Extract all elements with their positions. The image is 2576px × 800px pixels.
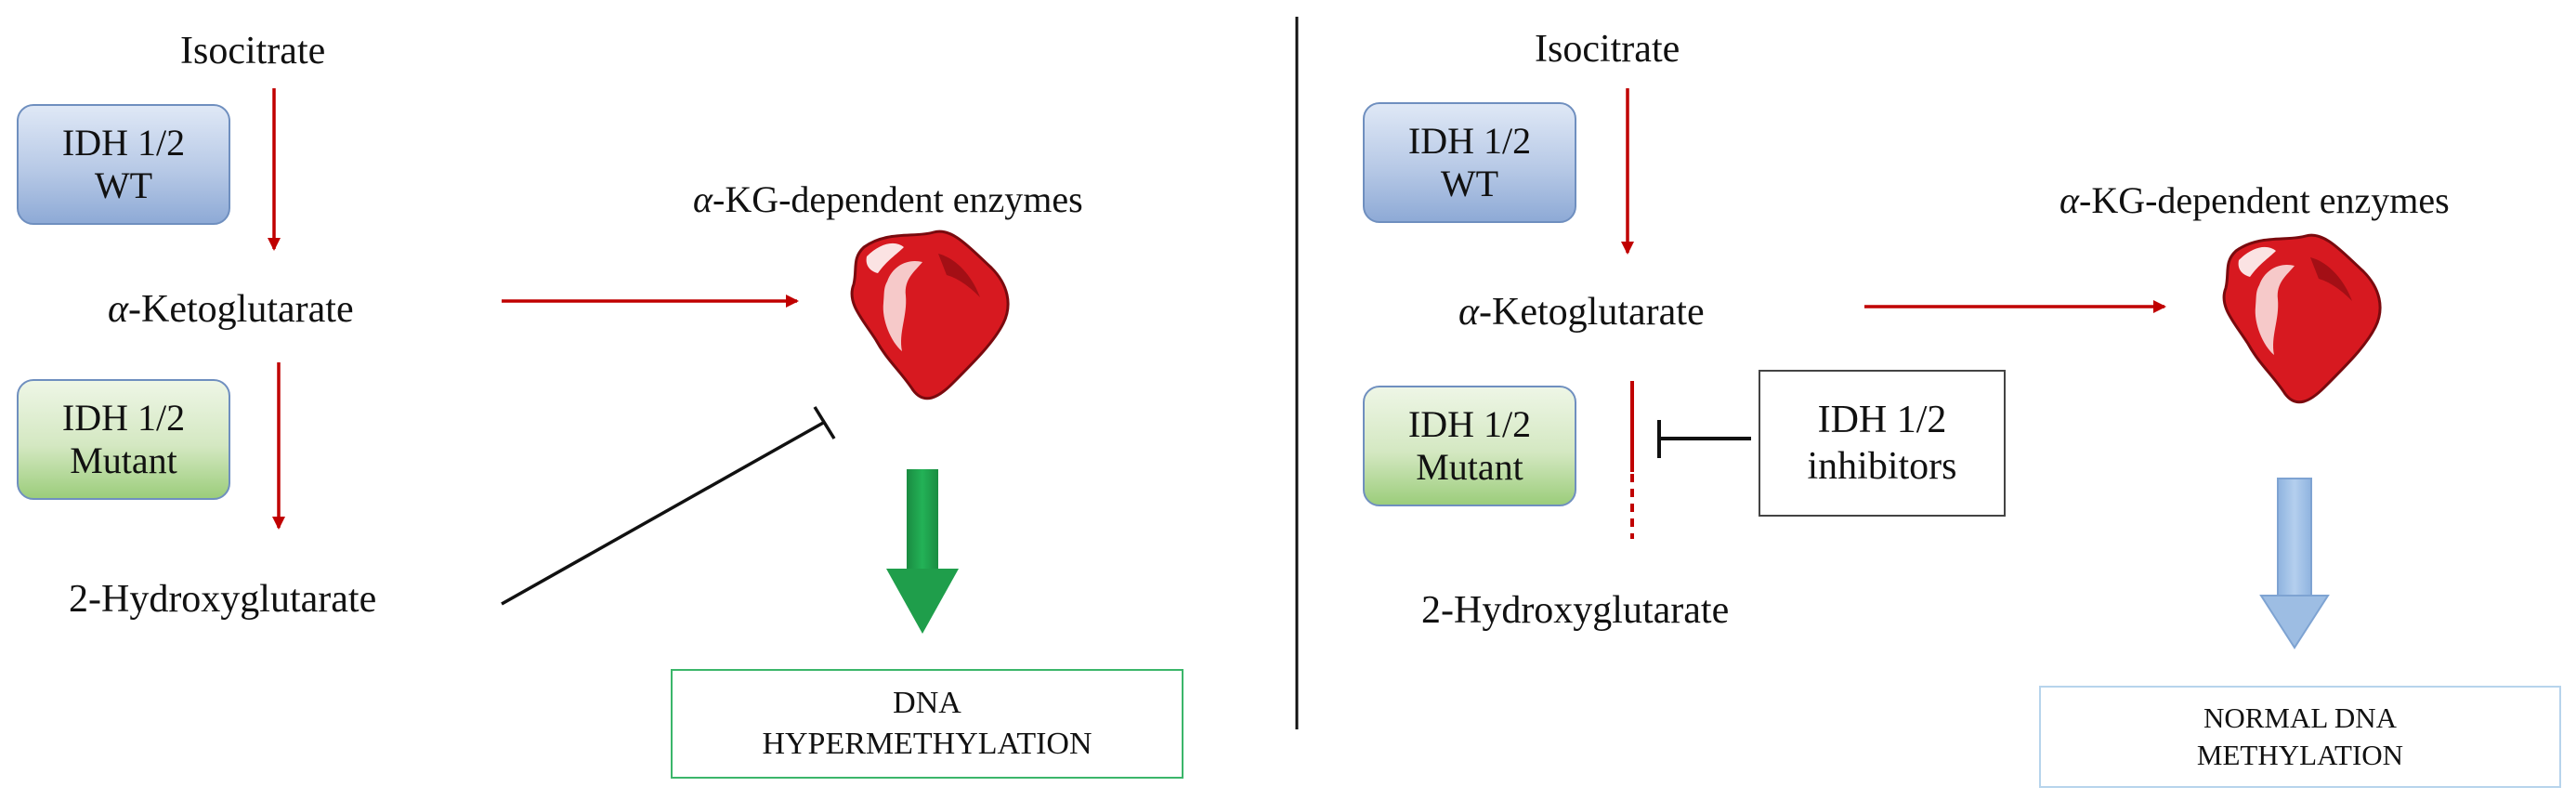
left-idh-wt-line2: WT <box>94 164 153 206</box>
right-akg-label: α-Ketoglutarate <box>1458 293 1705 332</box>
right-idh-mutant-box: IDH 1/2 Mutant <box>1363 386 1576 506</box>
right-outcome-line2: METHYLATION <box>2196 739 2404 771</box>
left-akg-text: -Ketoglutarate <box>128 288 354 331</box>
right-idh-mut-line2: Mutant <box>1416 446 1523 488</box>
right-inhibitors-box: IDH 1/2 inhibitors <box>1759 370 2006 517</box>
right-enzymes-text: -KG-dependent enzymes <box>2079 179 2450 221</box>
left-enzyme-icon <box>850 230 1010 400</box>
left-isocitrate-label: Isocitrate <box>180 30 326 72</box>
left-2hg-label: 2-Hydroxyglutarate <box>69 578 377 621</box>
right-enzymes-label: α-KG-dependent enzymes <box>2059 182 2450 219</box>
right-idh-mut-line1: IDH 1/2 <box>1407 403 1532 445</box>
left-enzymes-label: α-KG-dependent enzymes <box>693 181 1083 218</box>
left-enzymes-alpha: α <box>693 178 713 220</box>
left-inhibition-line <box>501 420 826 606</box>
right-akg-text: -Ketoglutarate <box>1479 291 1705 334</box>
right-inhibitors-line2: inhibitors <box>1807 445 1957 488</box>
left-outcome-box: DNA HYPERMETHYLATION <box>671 669 1183 779</box>
right-2hg-label: 2-Hydroxyglutarate <box>1421 589 1730 632</box>
left-inhibition-bar <box>813 406 836 439</box>
left-enzymes-text: -KG-dependent enzymes <box>713 178 1083 220</box>
right-enzyme-icon <box>2222 233 2382 404</box>
right-idh-wt-line1: IDH 1/2 <box>1407 120 1532 162</box>
right-outcome-line1: NORMAL DNA <box>2203 701 2398 734</box>
left-outcome-line1: DNA <box>893 685 961 720</box>
left-akg-label: α-Ketoglutarate <box>108 290 354 329</box>
right-idh-wt-line2: WT <box>1440 163 1499 204</box>
left-outcome-line2: HYPERMETHYLATION <box>762 727 1092 761</box>
left-idh-mut-line1: IDH 1/2 <box>61 397 186 439</box>
left-idh-mut-line2: Mutant <box>70 439 177 481</box>
left-idh-wt-box: IDH 1/2 WT <box>17 104 230 225</box>
right-akg-alpha: α <box>1458 291 1480 334</box>
right-blue-arrow <box>2259 478 2330 649</box>
left-idh-wt-line1: IDH 1/2 <box>61 122 186 164</box>
left-green-arrow <box>886 469 959 634</box>
right-isocitrate-label: Isocitrate <box>1535 28 1680 71</box>
left-idh-mutant-box: IDH 1/2 Mutant <box>17 379 230 500</box>
right-outcome-box: NORMAL DNA METHYLATION <box>2039 686 2561 788</box>
right-idh-wt-box: IDH 1/2 WT <box>1363 102 1576 223</box>
left-akg-alpha: α <box>108 288 129 331</box>
right-inhibitors-line1: IDH 1/2 <box>1817 398 1947 441</box>
right-enzymes-alpha: α <box>2059 179 2079 221</box>
